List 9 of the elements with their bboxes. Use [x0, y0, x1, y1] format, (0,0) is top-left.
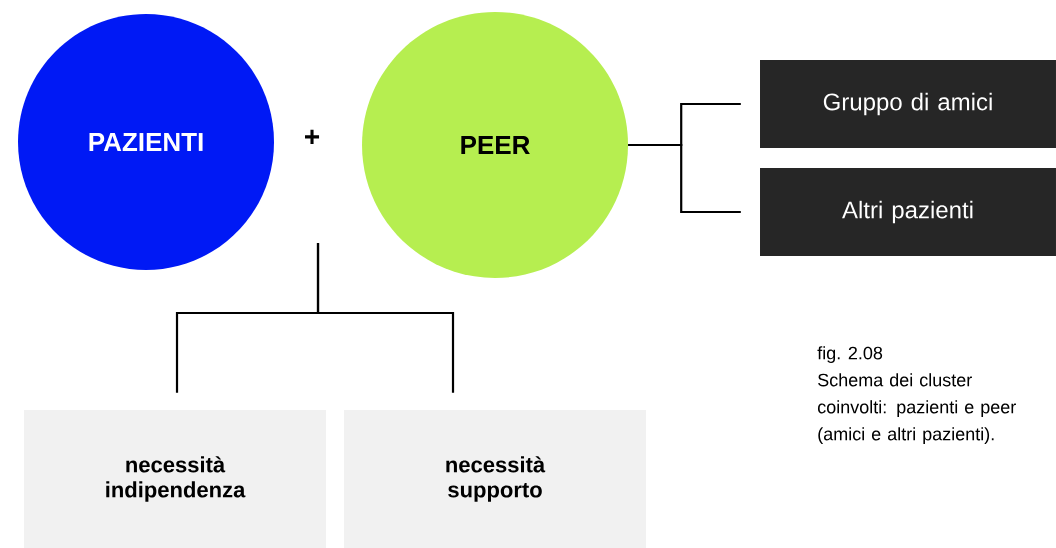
- text-box: Gruppo di amici: [760, 60, 1056, 148]
- caption: Schema dei cluster coinvolti: pazienti e peer (amici e altri pazienti).: [817, 373, 1016, 444]
- figure-number: fig. 2.08: [817, 346, 883, 363]
- plus-sign: +: [305, 129, 320, 144]
- connector-line: [628, 143, 741, 214]
- connector-line: [316, 243, 455, 393]
- text-box: necessità supporto: [344, 410, 646, 548]
- text-box: necessità indipendenza: [24, 410, 326, 548]
- text-box: Altri pazienti: [760, 168, 1056, 256]
